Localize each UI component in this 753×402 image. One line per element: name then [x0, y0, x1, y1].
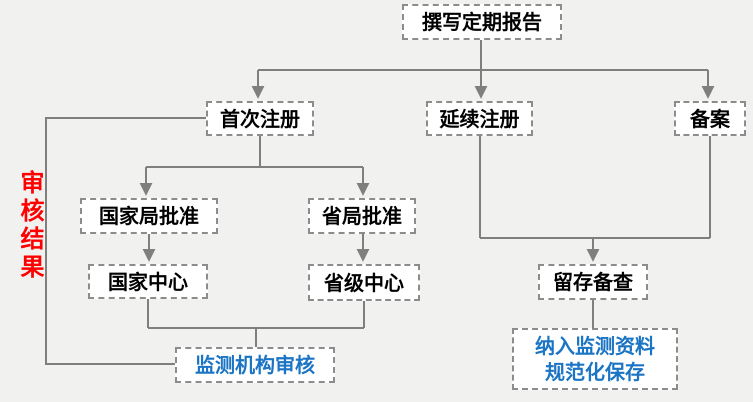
connector-feedback-loop [45, 117, 206, 365]
node-provincial-bureau-approval: 省局批准 [308, 198, 416, 234]
review-result-label: 审核结果 [16, 170, 44, 282]
node-national-center: 国家中心 [88, 264, 208, 299]
node-monitoring-agency-review: 监测机构审核 [175, 347, 335, 383]
node-write-periodic-report: 撰写定期报告 [402, 4, 562, 40]
node-renewal-registration: 延续注册 [426, 101, 533, 136]
node-standardized-archive: 纳入监测资料 规范化保存 [512, 328, 678, 390]
node-filing: 备案 [674, 101, 746, 136]
node-provincial-center: 省级中心 [308, 264, 420, 301]
node-retain-for-inspection: 留存备查 [538, 264, 648, 300]
node-first-registration: 首次注册 [206, 101, 314, 136]
node-national-bureau-approval: 国家局批准 [80, 198, 218, 234]
